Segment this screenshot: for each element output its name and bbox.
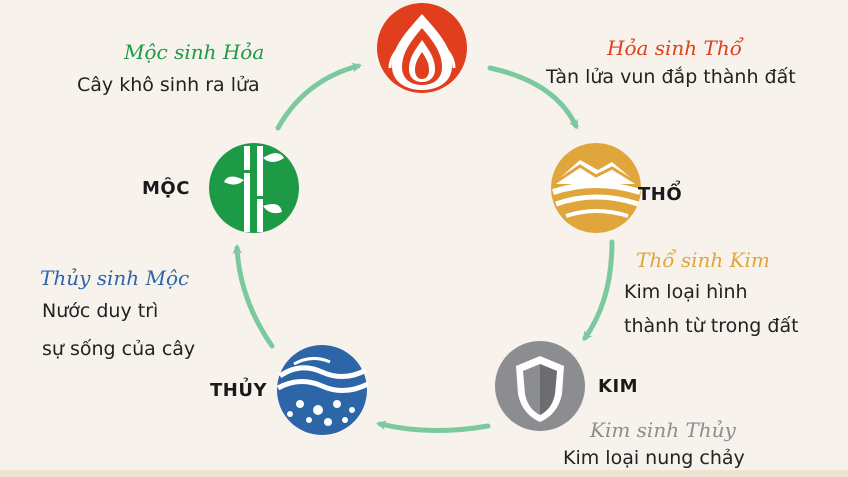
- element-name-moc: MỘC: [142, 178, 190, 199]
- element-name-kim: KIM: [598, 376, 639, 397]
- earth-icon: [551, 143, 641, 233]
- arrow-tho-to-kim: [582, 239, 615, 342]
- relation-title-moc-hoa: Mộc sinh Hỏa: [124, 40, 265, 64]
- element-name-thuy: THỦY: [210, 380, 267, 401]
- cycle-arrows: [232, 62, 615, 434]
- relation-desc-kim-thuy: Kim loại nung chảy: [563, 447, 745, 469]
- relation-desc-hoa-tho: Tàn lửa vun đắp thành đất: [546, 66, 796, 88]
- relation-desc-moc-hoa: Cây khô sinh ra lửa: [77, 74, 260, 96]
- metal-shield-icon: [495, 341, 585, 431]
- arrow-thuy-to-moc: [232, 244, 275, 349]
- relation-desc-tho-kim-line2: thành từ trong đất: [624, 315, 799, 337]
- relation-title-hoa-tho: Hỏa sinh Thổ: [607, 36, 742, 60]
- arrow-moc-to-hoa: [275, 62, 362, 131]
- relation-desc-tho-kim-line1: Kim loại hình: [624, 281, 748, 303]
- bottom-strip: [0, 470, 848, 477]
- relation-title-kim-thuy: Kim sinh Thủy: [590, 418, 736, 442]
- element-name-tho: THỔ: [638, 184, 683, 205]
- fire-icon: [377, 3, 467, 93]
- water-icon: [276, 345, 370, 435]
- relation-desc-thuy-moc-line1: Nước duy trì: [42, 300, 159, 322]
- relation-desc-thuy-moc-line2: sự sống của cây: [42, 338, 196, 360]
- wood-bamboo-icon: [209, 143, 299, 233]
- arrow-kim-to-thuy: [376, 420, 491, 434]
- relation-title-tho-kim: Thổ sinh Kim: [636, 248, 770, 272]
- relation-title-thuy-moc: Thủy sinh Mộc: [40, 266, 190, 290]
- arrow-hoa-to-tho: [487, 65, 579, 130]
